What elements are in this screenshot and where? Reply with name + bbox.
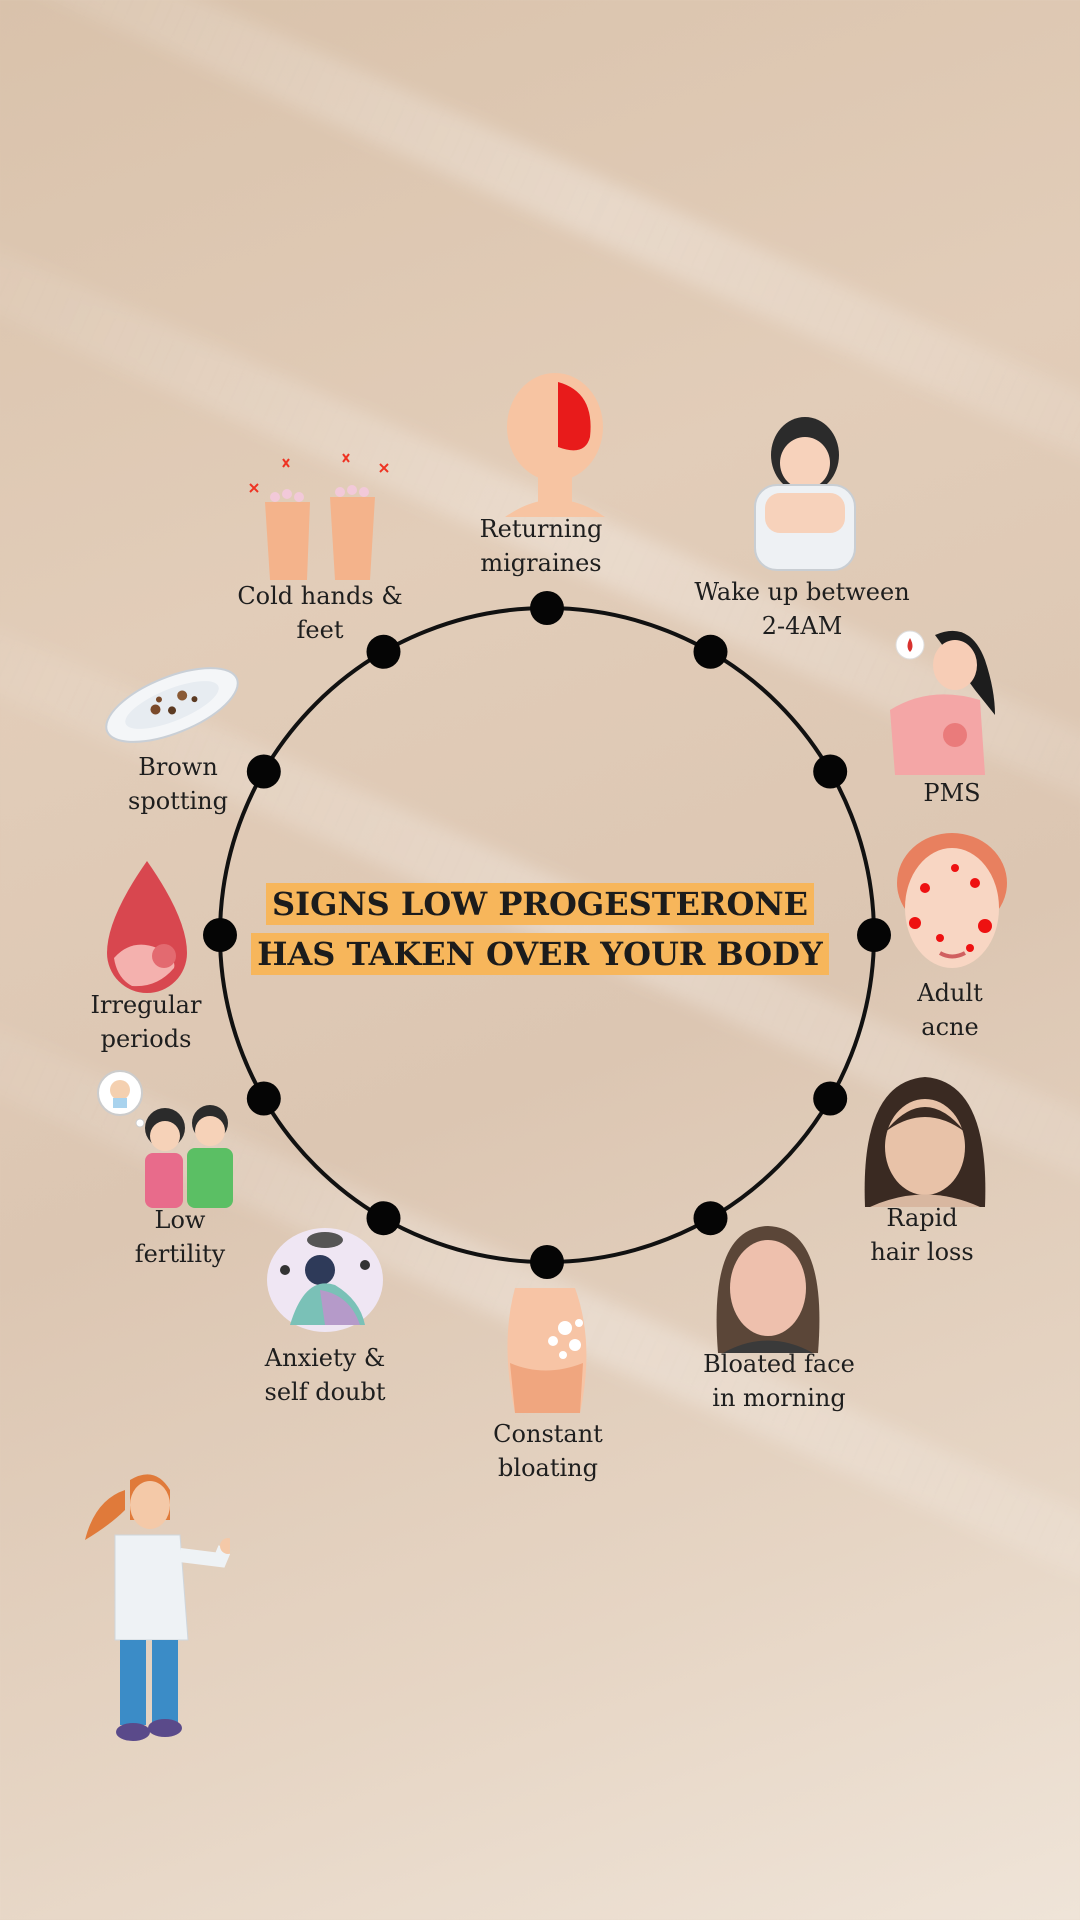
doctor-presenter-icon xyxy=(85,1474,230,1741)
acne-face-icon xyxy=(897,833,1007,968)
wheel-dot xyxy=(813,1081,848,1116)
sanitary-pad-icon xyxy=(105,667,239,743)
sign-label-line-1: Adult xyxy=(917,979,983,1007)
sign-label-line-2: periods xyxy=(100,1025,192,1053)
sign-label-line-2: acne xyxy=(921,1013,979,1041)
sign-label-line-2: 2-4AM xyxy=(761,612,843,640)
sign-label-line-1: PMS xyxy=(923,779,981,807)
title-line-1: SIGNS LOW PROGESTERONE xyxy=(265,883,815,925)
sign-label-line-2: fertility xyxy=(134,1240,226,1268)
cramping-woman-icon xyxy=(890,630,995,775)
wheel-dot xyxy=(203,918,237,952)
head-migraine-icon xyxy=(505,373,605,517)
blood-drop-icon xyxy=(107,861,187,993)
sign-label: Irregular periods xyxy=(91,988,202,1056)
wheel-dot xyxy=(857,918,891,952)
sign-label-line-2: in morning xyxy=(712,1384,846,1412)
sign-label: Bloated face in morning xyxy=(703,1347,855,1415)
anxious-person-icon xyxy=(267,1228,383,1332)
title-line-2: HAS TAKEN OVER YOUR BODY xyxy=(251,933,829,975)
sign-label: Returning migraines xyxy=(480,512,603,580)
cold-hands-icon xyxy=(249,453,389,580)
sign-label-line-2: migraines xyxy=(480,549,602,577)
sign-label: Rapid hair loss xyxy=(870,1201,973,1269)
sign-label-line-1: Low xyxy=(154,1206,206,1234)
sign-label-line-2: feet xyxy=(296,616,344,644)
wheel-dot xyxy=(813,754,848,789)
sign-label-line-1: Bloated face xyxy=(703,1350,855,1378)
sign-label-line-2: hair loss xyxy=(870,1238,974,1266)
bloated-belly-icon xyxy=(507,1288,587,1413)
sign-label-line-1: Wake up between xyxy=(694,578,910,606)
sign-label-line-1: Anxiety & xyxy=(264,1344,386,1372)
sleepless-woman-icon xyxy=(754,417,856,571)
wheel-dot xyxy=(693,634,728,669)
bloated-face-photo-icon xyxy=(716,1226,820,1353)
sign-label: Brown spotting xyxy=(128,750,228,818)
wheel-dot xyxy=(246,754,281,789)
sign-label: PMS xyxy=(923,776,980,810)
wheel-dot xyxy=(366,1201,401,1236)
wheel-dot xyxy=(530,591,564,625)
sign-label-line-2: self doubt xyxy=(264,1378,386,1406)
wheel-dot xyxy=(693,1201,728,1236)
sign-label: Wake up between 2-4AM xyxy=(694,575,909,643)
sign-label-line-1: Irregular xyxy=(90,991,202,1019)
sign-label-line-1: Rapid xyxy=(886,1204,958,1232)
couple-baby-thought-icon xyxy=(97,1070,233,1208)
wheel-dot xyxy=(246,1081,281,1116)
sign-label-line-1: Cold hands & xyxy=(237,582,403,610)
sign-label-line-2: spotting xyxy=(128,787,228,815)
sign-label: Cold hands & feet xyxy=(237,579,402,647)
sign-label-line-1: Constant xyxy=(493,1420,603,1448)
sign-label-line-1: Returning xyxy=(479,515,603,543)
sign-label-line-1: Brown xyxy=(138,753,218,781)
sign-label: Constant bloating xyxy=(493,1417,603,1485)
sign-label-line-2: bloating xyxy=(498,1454,598,1482)
diagram-title: SIGNS LOW PROGESTERONE xyxy=(0,882,1080,926)
wheel-dot xyxy=(366,634,401,669)
sign-label: Anxiety & self doubt xyxy=(265,1341,386,1409)
wheel-dot xyxy=(530,1245,564,1279)
sign-label: Low fertility xyxy=(135,1203,225,1271)
hair-loss-photo-icon xyxy=(864,1077,986,1207)
sign-label: Adult acne xyxy=(917,976,982,1044)
